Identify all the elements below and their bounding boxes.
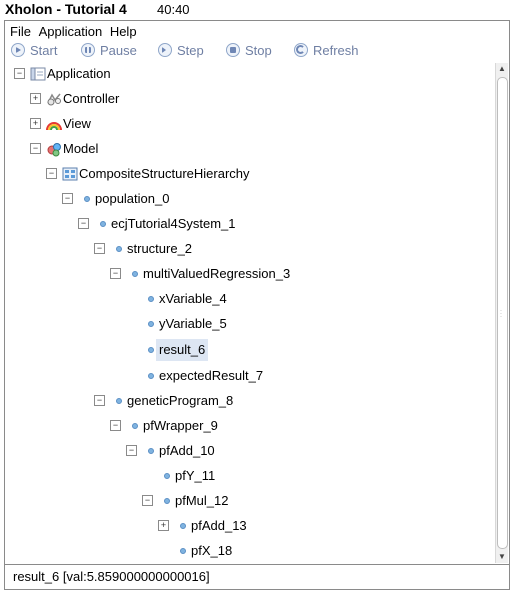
menu-file[interactable]: File: [10, 24, 31, 39]
tree-label-selected: result_6: [156, 339, 209, 361]
tree-label: pfMul_12: [175, 493, 229, 508]
node-bullet-icon: [116, 398, 122, 404]
scrollbar-thumb[interactable]: ···: [497, 77, 508, 549]
pause-icon: [81, 43, 95, 57]
menu-bar: File Application Help: [10, 24, 141, 40]
stop-label: Stop: [245, 43, 272, 58]
play-icon: [11, 43, 25, 57]
tree-label: yVariable_5: [159, 316, 227, 331]
stop-button[interactable]: Stop: [226, 42, 272, 60]
collapse-icon[interactable]: −: [94, 243, 105, 254]
tree-label: View: [63, 116, 91, 131]
tree-label: population_0: [95, 191, 170, 206]
tree-label: pfY_11: [175, 468, 216, 483]
pause-label: Pause: [100, 43, 137, 58]
node-bullet-icon: [148, 321, 154, 327]
vertical-scrollbar[interactable]: ▲ ··· ▼: [495, 63, 508, 563]
tree-label: ecjTutorial4System_1: [111, 216, 236, 231]
tree-label: pfX_18: [191, 543, 233, 558]
collapse-icon[interactable]: −: [110, 420, 121, 431]
expand-icon[interactable]: +: [30, 93, 41, 104]
collapse-icon[interactable]: −: [46, 168, 57, 179]
collapse-icon[interactable]: −: [62, 193, 73, 204]
collapse-icon[interactable]: −: [126, 445, 137, 456]
scroll-up-arrow-icon[interactable]: ▲: [498, 64, 506, 73]
step-button[interactable]: Step: [158, 42, 204, 60]
model-icon: [47, 143, 61, 157]
collapse-icon[interactable]: −: [142, 495, 153, 506]
app-frame: File Application Help Start Pause Step S…: [4, 20, 510, 590]
window-titlebar: Xholon - Tutorial 4 40:40: [0, 0, 513, 18]
tree-label: structure_2: [127, 241, 193, 256]
status-bar: result_6 [val:5.859000000000016]: [5, 564, 509, 589]
controller-icon: [47, 93, 61, 106]
collapse-icon[interactable]: −: [78, 218, 89, 229]
node-bullet-icon: [116, 246, 122, 252]
node-bullet-icon: [100, 221, 106, 227]
node-bullet-icon: [180, 548, 186, 554]
pause-button[interactable]: Pause: [81, 42, 137, 60]
tree-label: geneticProgram_8: [127, 393, 234, 408]
refresh-label: Refresh: [313, 43, 359, 58]
node-bullet-icon: [164, 473, 170, 479]
tree-label: Application: [47, 66, 111, 81]
start-label: Start: [30, 43, 58, 58]
node-bullet-icon: [148, 296, 154, 302]
step-label: Step: [177, 43, 204, 58]
refresh-button[interactable]: Refresh: [294, 42, 359, 60]
collapse-icon[interactable]: −: [14, 68, 25, 79]
rainbow-icon: [46, 122, 62, 131]
step-icon: [158, 43, 172, 57]
menu-help[interactable]: Help: [109, 24, 137, 39]
tree-label: multiValuedRegression_3: [143, 266, 291, 281]
node-bullet-icon: [164, 498, 170, 504]
node-bullet-icon: [132, 271, 138, 277]
tree-label: pfWrapper_9: [143, 418, 218, 433]
model-tree: − Application + Controller +: [6, 63, 494, 565]
menu-application[interactable]: Application: [38, 24, 103, 39]
tree-label: Model: [63, 141, 99, 156]
stop-icon: [226, 43, 240, 57]
grip-icon: ···: [500, 308, 502, 320]
tree-label: pfAdd_10: [159, 443, 215, 458]
tree-label: Controller: [63, 91, 120, 106]
start-button[interactable]: Start: [11, 42, 57, 60]
node-bullet-icon: [180, 523, 186, 529]
node-bullet-icon: [148, 373, 154, 379]
tree-label: xVariable_4: [159, 291, 227, 306]
node-bullet-icon: [84, 196, 90, 202]
status-text: result_6 [val:5.859000000000016]: [13, 569, 210, 584]
node-bullet-icon: [132, 423, 138, 429]
tree-label: CompositeStructureHierarchy: [79, 166, 250, 181]
expand-icon[interactable]: +: [30, 118, 41, 129]
scroll-down-arrow-icon[interactable]: ▼: [498, 552, 506, 561]
hierarchy-icon: [62, 167, 78, 181]
node-bullet-icon: [148, 347, 154, 353]
collapse-icon[interactable]: −: [30, 143, 41, 154]
window-title: Xholon - Tutorial 4: [5, 1, 127, 17]
expand-icon[interactable]: +: [158, 520, 169, 531]
collapse-icon[interactable]: −: [110, 268, 121, 279]
collapse-icon[interactable]: −: [94, 395, 105, 406]
node-bullet-icon: [148, 448, 154, 454]
refresh-icon: [294, 43, 308, 57]
tree-label: expectedResult_7: [159, 368, 264, 383]
tree-label: pfAdd_13: [191, 518, 247, 533]
application-icon: [30, 67, 46, 81]
clock-readout: 40:40: [157, 2, 190, 17]
